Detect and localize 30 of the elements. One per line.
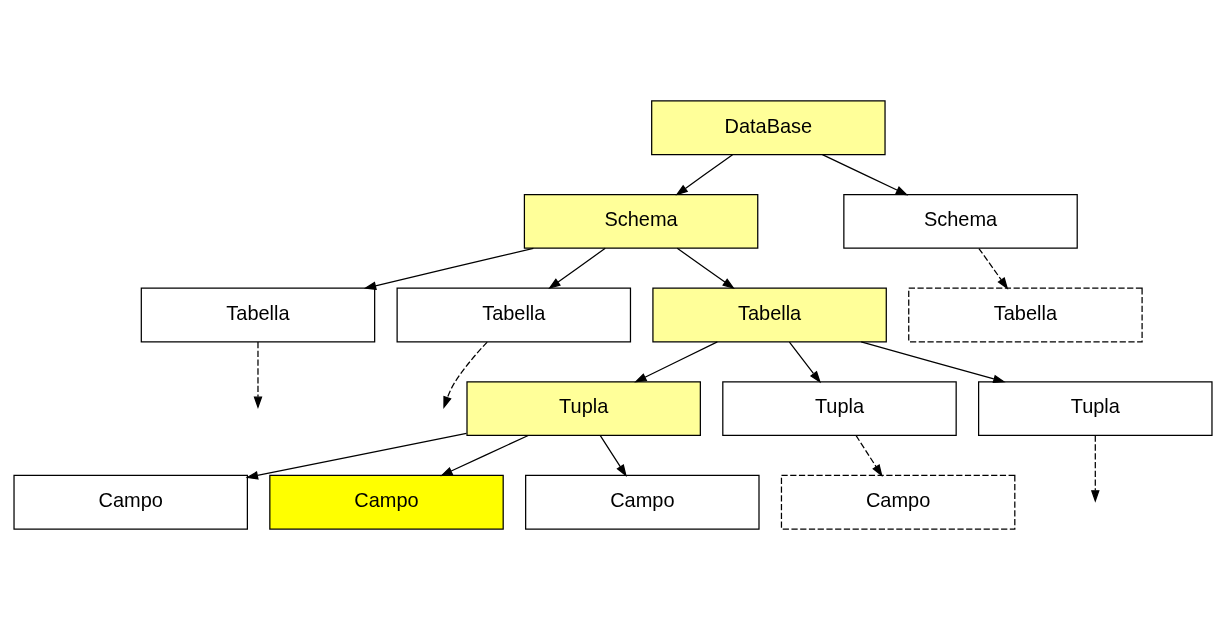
arrow <box>860 341 1006 384</box>
node-box: Campo <box>780 474 1016 530</box>
arrow <box>788 341 821 384</box>
node-box: Tupla <box>978 381 1213 437</box>
node-box: Campo <box>269 474 504 530</box>
node-box: Schema <box>523 193 759 249</box>
node-box: Tabella <box>908 287 1143 343</box>
arrow <box>245 432 468 480</box>
arrow <box>440 434 529 477</box>
node-box: Campo <box>525 474 760 530</box>
node-box: Tabella <box>140 287 376 343</box>
arrow <box>599 435 627 477</box>
node-box: DataBase <box>651 100 886 156</box>
arrow <box>1090 435 1100 503</box>
node-box: Campo <box>13 474 248 530</box>
arrow <box>253 341 263 410</box>
arrow <box>676 247 735 290</box>
arrow <box>548 247 606 290</box>
node-box: Tupla <box>722 381 957 437</box>
arrow <box>634 341 718 383</box>
node-box: Tabella <box>652 287 887 343</box>
node-box: Tupla <box>466 381 701 437</box>
arrow <box>978 247 1009 290</box>
arrow <box>855 435 883 477</box>
node-box: Schema <box>843 193 1078 249</box>
arrow <box>821 154 909 196</box>
arrow <box>443 341 488 409</box>
node-box: Tabella <box>396 287 632 343</box>
arrow <box>363 247 534 290</box>
arrow <box>675 154 734 196</box>
